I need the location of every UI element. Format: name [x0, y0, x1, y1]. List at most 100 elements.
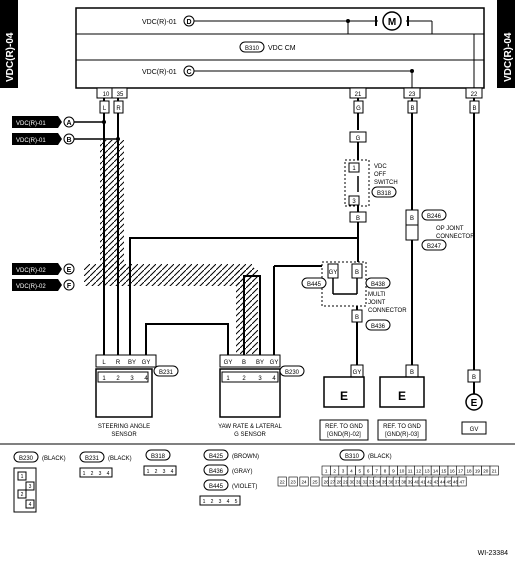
- steering-angle-sensor: L R BY GY 1 2 3 4 B231 STEERING ANGLE SE…: [95, 354, 179, 438]
- ref-e-text: VDC(R)-02: [16, 268, 46, 274]
- b310-pin-label: 15: [441, 469, 447, 474]
- b310-pin-label: 46: [453, 480, 459, 485]
- yaw-wire-2: B: [242, 360, 246, 366]
- b310-pin-cell: [277, 476, 287, 487]
- b310-pin-label: 41: [421, 480, 427, 485]
- yaw-pin-2: 2: [242, 376, 246, 382]
- terminal-22: 22: [471, 92, 478, 98]
- legend-b231-pin-3: 3: [99, 471, 102, 477]
- switch-connector: B318: [377, 191, 392, 197]
- b310-pin-label: 21: [492, 469, 498, 474]
- b310-pin-label: 7: [375, 469, 378, 474]
- wire-label-r: R: [116, 106, 121, 112]
- wire-label-l: L: [103, 106, 107, 112]
- op-joint-connector-b: B247: [427, 244, 442, 250]
- ground-3-symbol: E: [471, 398, 478, 409]
- steering-connector: B231: [159, 370, 174, 376]
- ref-f-letter: F: [67, 283, 72, 290]
- figure-id: WI-23384: [478, 550, 508, 557]
- b310-pin-label: 30: [350, 480, 356, 485]
- side-tab-right-text: VDC(R)-04: [503, 32, 514, 82]
- ref-e: VDC(R)-02 E: [12, 263, 75, 275]
- legend-b230: B230 (BLACK) 1 3 2 4: [13, 451, 66, 513]
- yaw-rate-sensor: GY B BY GY 1 2 3 4 B230 YAW RATE & LATER…: [218, 354, 305, 438]
- steering-wire-3: BY: [128, 360, 136, 366]
- legend-b231: B231 (BLACK) 1 2 3 4: [79, 451, 132, 478]
- b310-pin-label: 33: [369, 480, 375, 485]
- b310-pin-label: 29: [343, 480, 349, 485]
- side-tab-left: VDC(R)-04: [0, 0, 18, 88]
- op-joint-connector-a: B246: [427, 214, 442, 220]
- legend-b310-code: B310: [345, 454, 360, 460]
- b310-pin-label: 17: [458, 469, 464, 474]
- wires-routing: [129, 237, 359, 355]
- yaw-pin-3: 3: [258, 376, 262, 382]
- side-tab-left-text: VDC(R)-04: [5, 32, 16, 82]
- b310-pin-label: 37: [395, 480, 401, 485]
- legend-b230-code: B230: [19, 456, 34, 462]
- vdc-off-switch: G 1 3 VDC OFF SWITCH B318 B: [344, 131, 398, 262]
- b310-pin-label: 26: [324, 480, 330, 485]
- steering-pin-2: 2: [116, 376, 120, 382]
- yaw-wire-4: GY: [270, 360, 279, 366]
- wire-label-b1: B: [410, 106, 414, 112]
- side-tab-right: VDC(R)-04: [497, 0, 515, 88]
- steering-pin-3: 3: [130, 376, 134, 382]
- b310-pin-cell: [457, 476, 467, 487]
- twisted-pair-horizontal: [84, 264, 254, 286]
- multi-joint-label-3: CONNECTOR: [368, 308, 407, 314]
- legend-b445-pin-1: 1: [203, 499, 206, 505]
- b310-pin-label: 2: [333, 469, 336, 474]
- multi-joint-label-2: JOINT: [368, 300, 386, 306]
- ground-2-label-1: REF. TO GND: [383, 424, 421, 430]
- vdc-cm-module: B310 VDC CM: [75, 7, 485, 89]
- b310-pin-label: 28: [337, 480, 343, 485]
- steering-label-2: SENSOR: [111, 432, 137, 438]
- b310-pin-label: 43: [434, 480, 440, 485]
- steering-wire-4: GY: [142, 360, 151, 366]
- b310-pin-label: 32: [362, 480, 368, 485]
- legend-b318-pin-3: 3: [163, 469, 166, 475]
- legend-b445-pin-3: 3: [219, 499, 222, 505]
- multi-joint-label-1: MULTI: [368, 292, 386, 298]
- vdc-cm-name: VDC CM: [268, 45, 296, 52]
- ref-d-letter: D: [186, 19, 191, 26]
- legend-b230-color: (BLACK): [42, 456, 66, 462]
- terminal-21: 21: [355, 92, 362, 98]
- b310-pin-cell: [288, 476, 298, 487]
- b310-pin-label: 44: [440, 480, 446, 485]
- wire-label-g: G: [356, 106, 361, 112]
- ref-c-text: VDC(R)-01: [142, 69, 177, 76]
- yaw-label-2: G SENSOR: [234, 432, 266, 438]
- legend-b318: B318 1 2 3 4: [143, 449, 177, 476]
- legend-b445-pin-4: 4: [227, 499, 230, 505]
- op-joint-wire: B: [410, 216, 414, 222]
- legend-b425-color: (BROWN): [232, 454, 259, 460]
- ref-d-text: VDC(R)-01: [142, 19, 177, 26]
- switch-pin-3: 3: [352, 199, 356, 205]
- motor-label: M: [388, 17, 396, 28]
- left-refs: VDC(R)-01 A VDC(R)-01 B VDC(R)-02 E VDC(…: [12, 116, 120, 291]
- b310-pin-label: 18: [466, 469, 472, 474]
- ground-3-label: GV: [470, 427, 479, 433]
- legend-b310-color: (BLACK): [368, 454, 392, 460]
- b310-pin-cell: [310, 476, 320, 487]
- switch-label-3: SWITCH: [374, 180, 398, 186]
- legend-b436-code: B436: [209, 469, 224, 475]
- legend-b230-pin-3: 3: [29, 484, 32, 490]
- b310-pin-label: 20: [483, 469, 489, 474]
- vdc-cm-connector: B310: [245, 46, 260, 52]
- yaw-connector: B230: [285, 370, 300, 376]
- terminal-35: 35: [117, 92, 124, 98]
- terminal-10: 10: [103, 92, 110, 98]
- motor: M: [375, 11, 409, 31]
- b310-pin-label: 24: [301, 480, 307, 485]
- legend-b318-pin-2: 2: [155, 469, 158, 475]
- b310-pin-cell: [299, 476, 309, 487]
- b310-pin-label: 12: [416, 469, 422, 474]
- ref-b-text: VDC(R)-01: [16, 138, 46, 144]
- ref-f: VDC(R)-02 F: [12, 279, 75, 291]
- b310-pin-label: 6: [367, 469, 370, 474]
- legend-b445-code: B445: [209, 484, 224, 490]
